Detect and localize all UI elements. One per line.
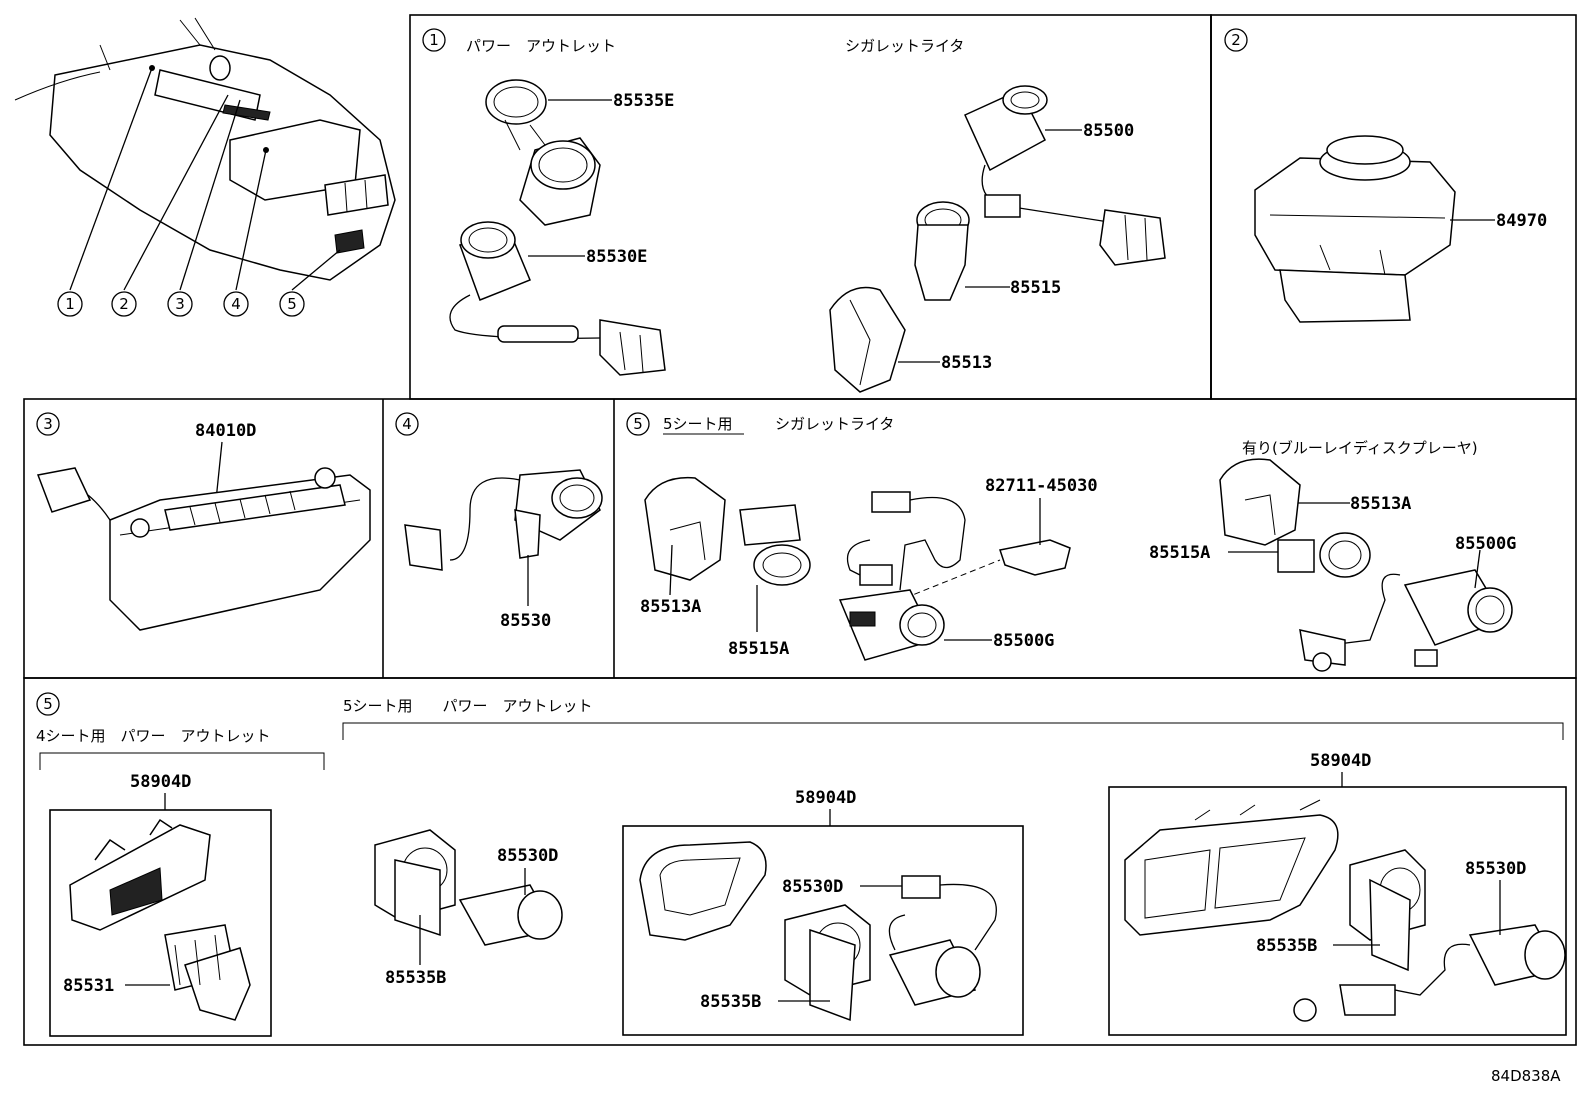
lighter-ring-drawing: [1277, 532, 1371, 578]
section-2: 2 84970: [1224, 28, 1547, 323]
section-title-power-outlet: パワー アウトレット: [466, 37, 616, 55]
lighter-ring-drawing: [914, 201, 970, 301]
section-number: 2: [1231, 31, 1241, 49]
part-number: 58904D: [130, 772, 191, 792]
section-number: 5: [633, 415, 643, 433]
section-number: 5: [43, 695, 53, 713]
section-1: 1 パワー アウトレット シガレットライタ 85535E 85530E: [422, 28, 1166, 393]
part-number: 85535B: [385, 968, 446, 988]
switch-panel-drawing: [36, 467, 371, 631]
overview-console-drawing: [14, 17, 396, 291]
dual-outlet-bezel-drawing: [1124, 799, 1339, 936]
control-knob-drawing: [1254, 135, 1456, 323]
bluray-note: 有り(ブルーレイディスクプレーヤ): [1242, 439, 1478, 457]
lighter-ring-drawing: [739, 504, 811, 586]
power-outlet-drawing: [164, 924, 251, 1021]
part-number: 85535B: [1256, 936, 1317, 956]
socket-with-cap-drawing: [485, 79, 601, 226]
index-label: 5: [287, 295, 297, 313]
section-subtitle: 5シート用: [663, 415, 733, 433]
lighter-retainer-drawing: [829, 286, 906, 393]
power-socket-harness-drawing: [449, 221, 666, 376]
part-number: 85513: [941, 353, 992, 373]
cigarette-lighter-drawing: [838, 589, 945, 661]
section-title-5-seat-power-outlet: 5シート用 パワー アウトレット: [343, 697, 593, 715]
section-3: 3 84010D: [36, 412, 371, 631]
part-number: 84970: [1496, 211, 1547, 231]
part-number: 85515: [1010, 278, 1061, 298]
part-number: 58904D: [1310, 751, 1371, 771]
part-number: 85500G: [993, 631, 1054, 651]
power-socket-harness-drawing: [1293, 924, 1566, 1022]
index-label: 4: [231, 295, 241, 313]
cigarette-lighter-drawing: [1299, 569, 1513, 672]
overview-index-labels: 1 2 3 4 5: [57, 291, 305, 317]
part-number: 85530D: [782, 877, 843, 897]
index-label: 2: [119, 295, 129, 313]
part-number: 84010D: [195, 421, 256, 441]
part-number: 85530D: [497, 846, 558, 866]
index-label: 3: [175, 295, 185, 313]
lighter-retainer-drawing: [644, 476, 726, 581]
part-number: 85530E: [586, 247, 647, 267]
outlet-bezel-drawing: [69, 818, 211, 931]
part-number: 85513A: [1350, 494, 1411, 514]
section-frames: [23, 14, 1577, 1046]
section-title-cigarette-lighter: シガレットライタ: [775, 415, 894, 433]
power-socket-drawing: [404, 469, 603, 571]
outlet-bezel-drawing: [639, 841, 767, 941]
section-number: 3: [43, 415, 53, 433]
outlet-housing-drawing: [784, 904, 871, 1022]
section-title-4-seat-power-outlet: 4シート用 パワー アウトレット: [36, 727, 271, 745]
part-number: 82711-45030: [985, 476, 1098, 496]
cigarette-lighter-drawing: [964, 85, 1166, 266]
part-number: 85531: [63, 976, 114, 996]
part-number: 85515A: [1149, 543, 1210, 563]
section-number: 1: [429, 31, 439, 49]
part-number: 85530: [500, 611, 551, 631]
part-number: 85535B: [700, 992, 761, 1012]
power-socket-harness-drawing: [888, 875, 997, 1006]
part-number: 58904D: [795, 788, 856, 808]
part-number: 85500: [1083, 121, 1134, 141]
section-5-upper: 5 5シート用 シガレットライタ 有り(ブルーレイディスクプレーヤ) 85513…: [626, 412, 1516, 672]
section-4: 4 85530: [395, 412, 603, 631]
diagram-code: 84D838A: [1491, 1067, 1561, 1085]
part-number: 85513A: [640, 597, 701, 617]
part-number: 85500G: [1455, 534, 1516, 554]
part-number: 85515A: [728, 639, 789, 659]
outlet-housing-drawing: [1349, 849, 1426, 972]
index-label: 1: [65, 295, 75, 313]
outlet-housing-drawing: [374, 829, 456, 937]
section-number: 4: [402, 415, 412, 433]
part-number: 85530D: [1465, 859, 1526, 879]
wire-harness-drawing: [846, 491, 1071, 599]
section-5-lower: 5 4シート用 パワー アウトレット 5シート用 パワー アウトレット 5890…: [36, 692, 1567, 1037]
lighter-retainer-drawing: [1219, 458, 1301, 546]
section-title-cigarette-lighter: シガレットライタ: [845, 37, 964, 55]
power-socket-drawing: [458, 884, 563, 946]
part-number: 85535E: [613, 91, 674, 111]
